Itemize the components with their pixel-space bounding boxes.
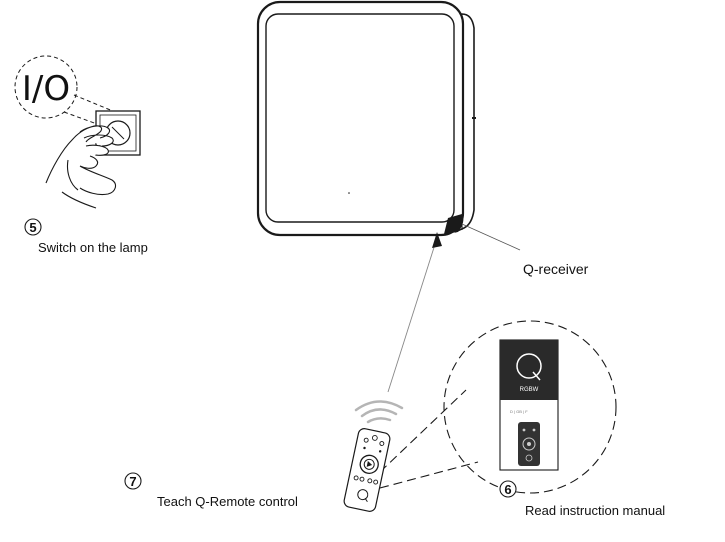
ir-ray-arrowhead <box>432 232 442 248</box>
lamp-panel <box>256 0 476 237</box>
manual-small-text: D | GB | F <box>510 409 528 414</box>
q-receiver-sensor <box>444 214 464 234</box>
q-receiver-label: Q-receiver <box>523 261 589 277</box>
remote-body <box>343 428 391 512</box>
wall-switch-group: I/O <box>14 55 141 209</box>
manual-callout: RGBW D | GB | F <box>379 320 617 494</box>
remote-q-logo <box>357 489 369 501</box>
manual-brand-text: RGBW <box>520 387 539 393</box>
step-7-number: 7 <box>129 474 136 489</box>
remote-play-button <box>363 458 375 470</box>
lamp-diffuser <box>265 13 455 223</box>
step-7-badge <box>124 472 142 490</box>
step-6-badge <box>499 480 517 498</box>
step-6: 6 Read instruction manual <box>499 480 665 518</box>
switch-io-mark: I/O <box>22 69 70 109</box>
switch-callout-bubble <box>14 55 78 119</box>
hand-icon <box>45 125 117 209</box>
step-5: 5 Switch on the lamp <box>24 218 148 255</box>
manual-cover-band <box>500 340 558 400</box>
lamp-outer-frame <box>256 0 465 237</box>
wifi-signal-icon <box>354 400 404 424</box>
remote-control <box>343 400 404 512</box>
manual-q-logo <box>516 353 542 379</box>
step-5-label: Switch on the lamp <box>38 240 148 255</box>
ir-ray <box>387 237 438 393</box>
remote-center-ring <box>359 454 379 474</box>
step-5-badge <box>24 218 42 236</box>
step-7-label: Teach Q-Remote control <box>157 494 298 509</box>
q-receiver-pointer <box>461 223 521 251</box>
step-7: 7 Teach Q-Remote control <box>124 472 298 509</box>
step-6-number: 6 <box>504 482 511 497</box>
step-5-number: 5 <box>29 220 36 235</box>
step-6-label: Read instruction manual <box>525 503 665 518</box>
